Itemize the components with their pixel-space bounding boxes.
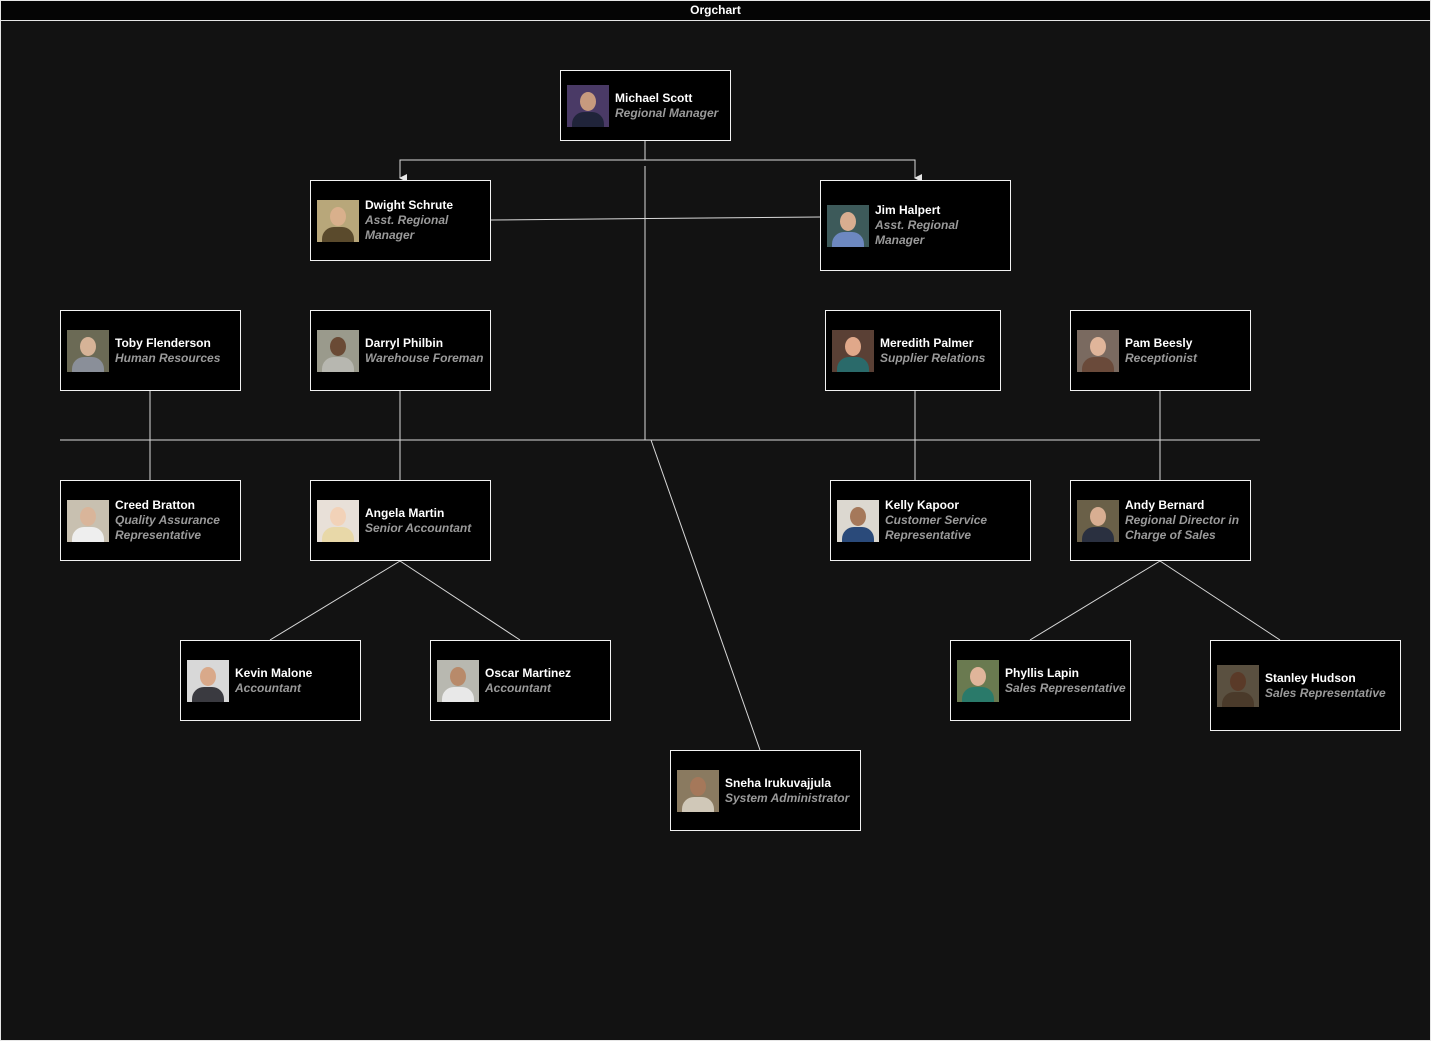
card-toby-flenderson[interactable]: Toby Flenderson Human Resources bbox=[60, 310, 241, 391]
card-stanley-hudson[interactable]: Stanley Hudson Sales Representative bbox=[1210, 640, 1401, 731]
card-dwight-schrute[interactable]: Dwight Schrute Asst. Regional Manager bbox=[310, 180, 491, 261]
darryl-philbin-photo bbox=[317, 329, 359, 372]
employee-title: Representative bbox=[885, 528, 972, 542]
angela-martin-photo bbox=[317, 499, 359, 542]
creed-bratton-photo bbox=[67, 499, 109, 542]
kevin-malone-photo bbox=[187, 659, 229, 702]
employee-title: Asst. Regional bbox=[365, 213, 449, 227]
employee-name: Oscar Martinez bbox=[485, 665, 572, 680]
employee-title: Human Resources bbox=[115, 350, 221, 365]
card-jim-halpert[interactable]: Jim Halpert Asst. Regional Manager bbox=[820, 180, 1011, 271]
employee-title: Regional Director in bbox=[1125, 513, 1240, 527]
dwight-schrute-photo bbox=[317, 199, 359, 242]
card-andy-bernard[interactable]: Andy Bernard Regional Director in Charge… bbox=[1070, 480, 1251, 561]
link-michael-jim bbox=[645, 159, 922, 182]
stanley-hudson-photo bbox=[1217, 664, 1259, 707]
card-creed-bratton[interactable]: Creed Bratton Quality Assurance Represen… bbox=[60, 480, 241, 561]
employee-name: Creed Bratton bbox=[115, 498, 196, 512]
employee-name: Phyllis Lapin bbox=[1005, 665, 1080, 680]
employee-name: Andy Bernard bbox=[1125, 498, 1205, 512]
card-kevin-malone[interactable]: Kevin Malone Accountant bbox=[180, 640, 361, 721]
link-angela-oscar bbox=[399, 560, 521, 641]
employee-name: Darryl Philbin bbox=[365, 335, 444, 350]
employee-name: Michael Scott bbox=[615, 90, 693, 105]
link-andy-stanley bbox=[1159, 560, 1281, 641]
employee-name: Sneha Irukuvajjula bbox=[725, 775, 832, 790]
employee-title: Quality Assurance bbox=[115, 513, 220, 527]
employee-title: Customer Service bbox=[885, 513, 988, 527]
andy-bernard-photo bbox=[1077, 499, 1119, 542]
employee-title: Receptionist bbox=[1125, 350, 1198, 365]
employee-title: Accountant bbox=[235, 680, 301, 695]
toby-flenderson-photo bbox=[67, 329, 109, 372]
employee-title: Sales Representative bbox=[1265, 685, 1386, 700]
sneha-irukuvajjula-photo bbox=[677, 769, 719, 812]
employee-title: Senior Accountant bbox=[365, 520, 472, 535]
card-pam-beesly[interactable]: Pam Beesly Receptionist bbox=[1070, 310, 1251, 391]
pam-beesly-photo bbox=[1077, 329, 1119, 372]
employee-name: Kelly Kapoor bbox=[885, 498, 960, 512]
employee-title: Manager bbox=[365, 228, 415, 242]
link-trunk-sneha bbox=[650, 439, 761, 751]
employee-name: Stanley Hudson bbox=[1265, 670, 1356, 685]
link-angela-kevin bbox=[269, 560, 401, 641]
card-meredith-palmer[interactable]: Meredith Palmer Supplier Relations bbox=[825, 310, 1001, 391]
employee-title: Regional Manager bbox=[615, 105, 719, 120]
employee-name: Pam Beesly bbox=[1125, 335, 1193, 350]
employee-name: Toby Flenderson bbox=[115, 335, 211, 350]
link-michael-dwight bbox=[399, 159, 645, 182]
oscar-martinez-photo bbox=[437, 659, 479, 702]
employee-name: Kevin Malone bbox=[235, 665, 313, 680]
card-kelly-kapoor[interactable]: Kelly Kapoor Customer Service Representa… bbox=[830, 480, 1031, 561]
window-title: Orgchart bbox=[1, 1, 1430, 21]
card-oscar-martinez[interactable]: Oscar Martinez Accountant bbox=[430, 640, 611, 721]
employee-title: Accountant bbox=[485, 680, 551, 695]
phyllis-lapin-photo bbox=[957, 659, 999, 702]
kelly-kapoor-photo bbox=[837, 499, 879, 542]
employee-title: Warehouse Foreman bbox=[365, 350, 484, 365]
employee-name: Meredith Palmer bbox=[880, 335, 974, 350]
employee-title: Sales Representative bbox=[1005, 680, 1126, 695]
michael-scott-photo bbox=[567, 84, 609, 127]
employee-title: Charge of Sales bbox=[1125, 528, 1216, 542]
employee-title: System Administrator bbox=[725, 790, 850, 805]
employee-title: Manager bbox=[875, 233, 925, 247]
employee-name: Angela Martin bbox=[365, 505, 445, 520]
card-angela-martin[interactable]: Angela Martin Senior Accountant bbox=[310, 480, 491, 561]
card-darryl-philbin[interactable]: Darryl Philbin Warehouse Foreman bbox=[310, 310, 491, 391]
card-michael-scott[interactable]: Michael Scott Regional Manager bbox=[560, 70, 731, 141]
employee-title: Supplier Relations bbox=[880, 350, 986, 365]
jim-halpert-photo bbox=[827, 204, 869, 247]
card-sneha-irukuvajjula[interactable]: Sneha Irukuvajjula System Administrator bbox=[670, 750, 861, 831]
employee-title: Representative bbox=[115, 528, 202, 542]
link-dwight-jim bbox=[490, 216, 821, 221]
card-phyllis-lapin[interactable]: Phyllis Lapin Sales Representative bbox=[950, 640, 1131, 721]
employee-name: Jim Halpert bbox=[875, 203, 941, 217]
employee-title: Asst. Regional bbox=[875, 218, 959, 232]
meredith-palmer-photo bbox=[832, 329, 874, 372]
link-andy-phyllis bbox=[1029, 560, 1161, 641]
employee-name: Dwight Schrute bbox=[365, 198, 454, 212]
